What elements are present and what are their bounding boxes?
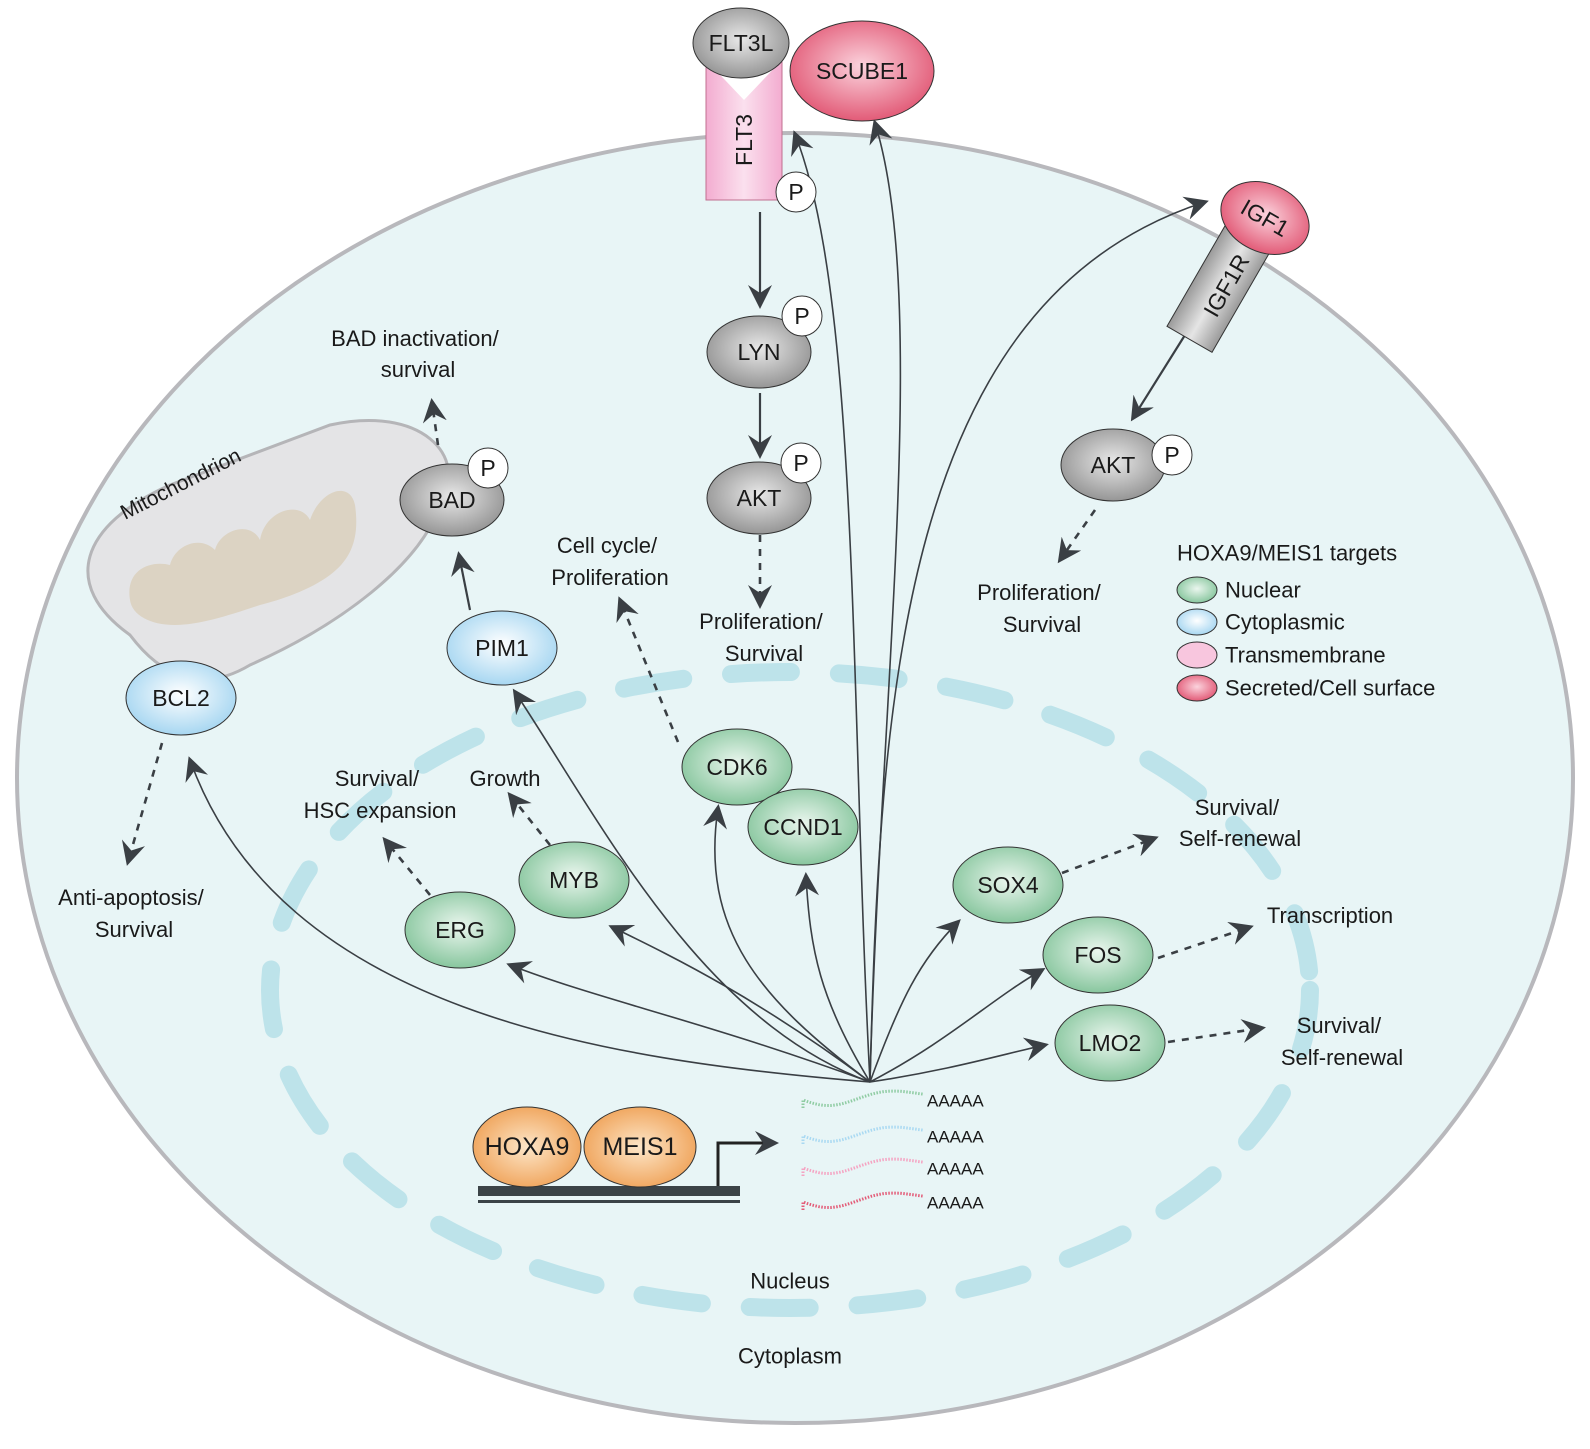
bad-node: BAD P [399, 447, 509, 537]
nuclear-envelope [261, 663, 1319, 1317]
dna-strand [478, 1186, 740, 1203]
akt-left-node: AKT P [706, 442, 822, 535]
outcome-bad-inactivation: BAD inactivation/ survival [331, 326, 505, 382]
legend-item-cytoplasmic: Cytoplasmic [1176, 608, 1345, 636]
fos-node: FOS [1042, 916, 1154, 994]
arrow-akt-right-outcome [1057, 509, 1097, 564]
polya-tail: AAAAA [927, 1194, 984, 1213]
outcome-survival-hsc: Survival/ HSC expansion [304, 766, 457, 823]
arrow-lmo2-outcome [1167, 1019, 1266, 1044]
outcome-prolif-right: Proliferation/ Survival [977, 580, 1107, 637]
meis1-label: MEIS1 [602, 1133, 677, 1161]
legend-item-transmembrane: Transmembrane [1176, 641, 1386, 669]
legend-label: Transmembrane [1225, 643, 1386, 668]
hub-arrows [185, 119, 1209, 1083]
phospho-label: P [480, 455, 495, 481]
cdk6-label: CDK6 [706, 754, 767, 780]
mrna-transcript [801, 1089, 924, 1108]
legend-item-secreted: Secreted/Cell surface [1176, 674, 1435, 702]
arrow-fos-outcome [1157, 922, 1254, 960]
arrow-sox4-outcome [1061, 833, 1159, 875]
meis1-node: MEIS1 [583, 1106, 697, 1188]
cytoplasm-label: Cytoplasm [738, 1344, 842, 1369]
legend: HOXA9/MEIS1 targets Nuclear Cytoplasmic … [1176, 541, 1435, 702]
akt-right-node: AKT P [1060, 428, 1193, 502]
bcl2-node: BCL2 [125, 660, 237, 736]
outcome-anti-apoptosis: Anti-apoptosis/ Survival [58, 885, 210, 942]
phospho-label: P [794, 303, 809, 329]
flt3-phospho: P [775, 171, 817, 213]
pim1-label: PIM1 [475, 635, 529, 661]
arrow-pim1-bad [451, 551, 475, 611]
akt-right-label: AKT [1091, 452, 1136, 478]
phospho-label: P [788, 179, 803, 205]
hoxa9-node: HOXA9 [472, 1106, 582, 1188]
nucleus-label: Nucleus [750, 1269, 829, 1294]
erg-label: ERG [435, 917, 485, 943]
mrna-transcript [801, 1125, 924, 1144]
arrow-myb-outcome [507, 791, 552, 846]
arrow-cdk6-outcome [616, 596, 680, 743]
myb-label: MYB [549, 867, 599, 893]
arrow-igf1r-akt [1130, 334, 1186, 422]
lyn-label: LYN [737, 339, 780, 365]
legend-label: Nuclear [1225, 578, 1301, 603]
arrow-erg-outcome [382, 836, 432, 896]
polya-tail: AAAAA [927, 1092, 984, 1111]
legend-label: Secreted/Cell surface [1225, 676, 1435, 701]
myb-node: MYB [518, 841, 630, 919]
bcl2-label: BCL2 [152, 685, 210, 711]
scube1-node: SCUBE1 [789, 20, 935, 122]
phospho-label: P [793, 450, 808, 476]
igf1-node: IGF1 [1220, 181, 1310, 255]
outcome-sox4: Survival/ Self-renewal [1179, 795, 1301, 851]
flt3-label: FLT3 [731, 114, 757, 166]
ccnd1-label: CCND1 [763, 814, 842, 840]
cdk6-node: CDK6 [681, 728, 793, 806]
flt3-receptor: FLT3 [705, 59, 783, 201]
outcome-growth: Growth [470, 766, 541, 791]
arrow-bcl2-outcome [121, 742, 164, 866]
ccnd1-node: CCND1 [747, 788, 859, 866]
outcome-transcription: Transcription [1267, 903, 1393, 928]
legend-title: HOXA9/MEIS1 targets [1177, 541, 1397, 566]
lmo2-node: LMO2 [1054, 1004, 1166, 1082]
legend-item-nuclear: Nuclear [1176, 576, 1301, 604]
bad-label: BAD [428, 487, 475, 513]
scube1-label: SCUBE1 [816, 58, 908, 84]
mrna-transcripts: AAAAA AAAAA AAAAA AAAAA [801, 1089, 984, 1213]
outcome-lmo2: Survival/ Self-renewal [1281, 1013, 1403, 1070]
hoxa9-label: HOXA9 [485, 1133, 570, 1161]
phospho-label: P [1164, 442, 1179, 468]
flt3l-label: FLT3L [709, 30, 774, 56]
flt3l-ligand: FLT3L [692, 7, 790, 79]
legend-label: Cytoplasmic [1225, 610, 1345, 635]
lyn-node: LYN P [706, 295, 823, 389]
sox4-label: SOX4 [977, 872, 1039, 898]
pim1-node: PIM1 [446, 610, 558, 686]
transcription-start-arrow [716, 1131, 779, 1186]
fos-label: FOS [1074, 942, 1121, 968]
erg-node: ERG [404, 891, 516, 969]
akt-left-label: AKT [737, 485, 782, 511]
lmo2-label: LMO2 [1079, 1030, 1142, 1056]
outcome-cell-cycle: Cell cycle/ Proliferation [551, 533, 668, 590]
polya-tail: AAAAA [927, 1160, 984, 1179]
mrna-transcript [801, 1191, 924, 1210]
sox4-node: SOX4 [952, 846, 1064, 924]
mrna-transcript [801, 1157, 924, 1176]
outcome-prolif-left: Proliferation/ Survival [699, 609, 829, 666]
polya-tail: AAAAA [927, 1128, 984, 1147]
